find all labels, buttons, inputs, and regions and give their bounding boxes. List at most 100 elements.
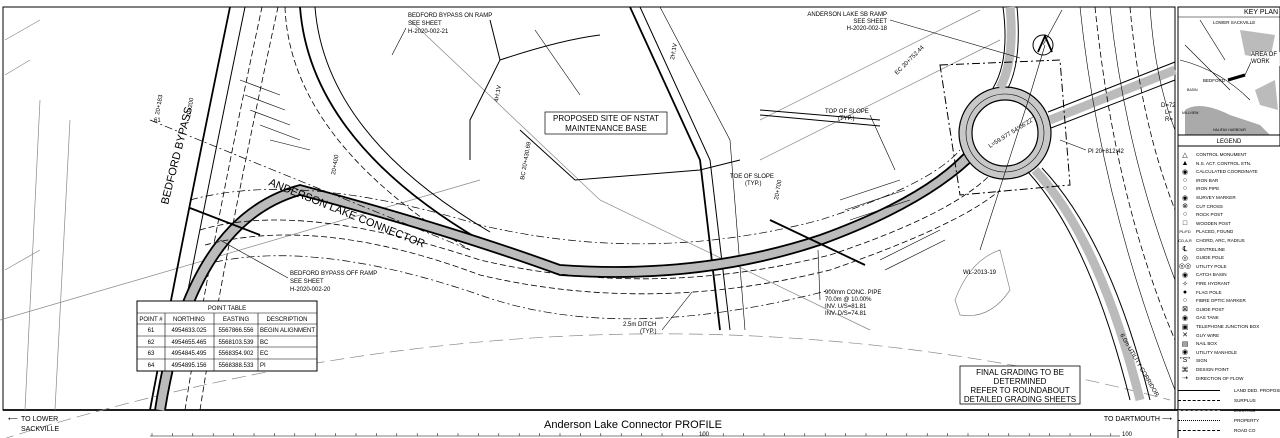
legend-label: GAS TANK bbox=[1196, 315, 1219, 321]
svg-text:5567866.556: 5567866.556 bbox=[218, 328, 254, 334]
line-swatch bbox=[1178, 400, 1220, 401]
svg-text:PI: PI bbox=[260, 363, 266, 369]
legend-symbol-icon: ◉ bbox=[1181, 314, 1189, 322]
legend-symbol-icon: PL/FD bbox=[1179, 229, 1191, 235]
legend-label: FIRE HYDRANT bbox=[1196, 281, 1230, 286]
legend-item: ○ IRON PIPE bbox=[1178, 184, 1219, 193]
legend-symbol-icon: ▣ bbox=[1181, 323, 1189, 331]
legend-label: CENTRELINE bbox=[1196, 246, 1226, 252]
highway-lines bbox=[1079, 6, 1176, 391]
svg-text:4954895.156: 4954895.156 bbox=[171, 363, 207, 369]
legend-line-type: LAND DED. PROPOSE bbox=[1178, 386, 1280, 395]
svg-text:DETAILED GRADING SHEETS: DETAILED GRADING SHEETS bbox=[964, 395, 1076, 404]
legend-line-type: ROAD CO bbox=[1178, 426, 1255, 435]
svg-text:PROPOSED SITE OF NSTAT: PROPOSED SITE OF NSTAT bbox=[553, 114, 659, 123]
svg-text:63: 63 bbox=[148, 351, 155, 357]
legend-line-type: PROPERTY bbox=[1178, 416, 1259, 425]
legend-symbol-icon: ◉ bbox=[1181, 349, 1189, 357]
legend-label: IRON PIPE bbox=[1196, 186, 1220, 192]
legend-item: ○ROCK POST bbox=[1178, 210, 1223, 219]
legend-label: CALCULATED COORDINATE bbox=[1196, 169, 1258, 175]
line-swatch bbox=[1178, 420, 1220, 421]
legend-symbol-icon: ▲ bbox=[1181, 159, 1189, 167]
legend-line-label: ROAD CO bbox=[1234, 428, 1256, 433]
profile-header: ⟵ TO LOWER SACKVILLE Anderson Lake Conne… bbox=[8, 416, 1172, 438]
line-swatch bbox=[1178, 430, 1220, 431]
svg-text:64: 64 bbox=[148, 363, 155, 369]
svg-text:BEDFORD: BEDFORD bbox=[1203, 78, 1226, 83]
legend-item: ○FIBRE OPTIC MARKER bbox=[1178, 296, 1246, 305]
svg-text:HALIFAX HARBOUR: HALIFAX HARBOUR bbox=[1213, 128, 1246, 132]
svg-text:TOP OF SLOPE: TOP OF SLOPE bbox=[825, 109, 869, 115]
svg-text:LEGEND: LEGEND bbox=[1217, 139, 1242, 145]
to-lower-sackville-label: TO LOWER bbox=[21, 416, 58, 423]
legend-symbol-icon: "S" bbox=[1180, 357, 1190, 365]
legend-item: ⌘DESIGN POINT bbox=[1178, 365, 1229, 374]
legend-symbol-icon: ○ bbox=[1182, 185, 1188, 193]
point-61-label: 61 bbox=[154, 118, 161, 124]
legend-item: ▲ N.S. ACT. CONTROL STN. bbox=[1178, 159, 1252, 168]
legend-label: UTILITY MANHOLE bbox=[1196, 349, 1238, 355]
svg-text:FINAL GRADING TO BE: FINAL GRADING TO BE bbox=[976, 368, 1064, 377]
svg-text:DETERMINED: DETERMINED bbox=[994, 377, 1047, 386]
legend-symbol-icon: ◎◎ bbox=[1178, 263, 1192, 271]
svg-text:BC: BC bbox=[260, 340, 269, 346]
legend-item: ◎◎ UTILITY POLE bbox=[1178, 262, 1227, 271]
svg-text:4954633.025: 4954633.025 bbox=[171, 328, 207, 334]
scale-label: 100 bbox=[699, 432, 710, 438]
legend-symbol-icon: ▤ bbox=[1181, 340, 1189, 348]
legend-label: TELEPHONE JUNCTION BOX bbox=[1196, 324, 1260, 329]
legend-line-type: SURPLUS bbox=[1178, 396, 1256, 405]
svg-text:POINT TABLE: POINT TABLE bbox=[208, 306, 246, 312]
point-table-header: POINT # NORTHING EASTING DESCRIPTION bbox=[139, 317, 307, 323]
legend-symbol-icon: ◉ bbox=[1181, 168, 1189, 176]
right-arrow-icon: ⟶ bbox=[1162, 416, 1172, 423]
pipe-label: 900mm CONC. PIPE 70.0m @ 10.00% INV. U/S… bbox=[817, 249, 881, 317]
legend-symbol-icon: ⊗ bbox=[1182, 203, 1188, 211]
legend-symbol-icon: CD,A,R bbox=[1178, 238, 1192, 243]
legend-symbol-icon: △ bbox=[1182, 151, 1188, 159]
legend-label: ROCK POST bbox=[1196, 212, 1224, 218]
ec-station-label: EC 20+752.44 bbox=[894, 44, 926, 76]
svg-text:BEGIN ALIGNMENT: BEGIN ALIGNMENT bbox=[260, 328, 315, 334]
legend-symbol-icon: ○ bbox=[1182, 297, 1188, 305]
svg-text:INV. D/S=74.81: INV. D/S=74.81 bbox=[825, 311, 867, 317]
station-20-200: 20+200 bbox=[186, 97, 196, 119]
legend-header: LEGEND bbox=[1177, 134, 1280, 147]
pi-label: PI 20+812.42 bbox=[1059, 139, 1125, 155]
point-table: POINT TABLE POINT # NORTHING EASTING DES… bbox=[136, 300, 318, 372]
roundabout bbox=[939, 6, 1177, 402]
legend-label: CATCH BASIN bbox=[1196, 272, 1227, 278]
anderson-lake-connector-road bbox=[149, 119, 1001, 411]
svg-text:BASIN: BASIN bbox=[1187, 88, 1198, 92]
legend-symbol-icon: ⇢ bbox=[1182, 375, 1188, 383]
bc-station-label: BC 20+430.69 bbox=[520, 141, 533, 181]
profile-title: Anderson Lake Connector PROFILE bbox=[544, 419, 722, 431]
svg-text:4954845.495: 4954845.495 bbox=[171, 351, 207, 357]
legend-label: CUT CROSS bbox=[1196, 203, 1223, 209]
legend-label: UTILITY POLE bbox=[1196, 263, 1227, 269]
line-swatch bbox=[1178, 390, 1220, 391]
svg-text:POINT #: POINT # bbox=[139, 317, 163, 323]
on-ramp-callout: BEDFORD BYPASS ON RAMP SEE SHEET H-2020-… bbox=[391, 13, 492, 56]
legend-item: ▣ TELEPHONE JUNCTION BOX bbox=[1178, 322, 1260, 331]
svg-text:SACKVILLE: SACKVILLE bbox=[21, 426, 59, 433]
svg-text:4954655.465: 4954655.465 bbox=[171, 340, 207, 346]
svg-text:MAINTENANCE BASE: MAINTENANCE BASE bbox=[565, 124, 647, 133]
svg-text:INV. U/S=81.81: INV. U/S=81.81 bbox=[825, 304, 867, 310]
legend-label: GUIDE POST bbox=[1196, 306, 1225, 312]
legend-label: GUIDE POLE bbox=[1196, 255, 1225, 261]
svg-text:H-2020-002-20: H-2020-002-20 bbox=[290, 287, 331, 293]
legend-symbol-icon: ℄ bbox=[1182, 246, 1188, 254]
legend-item: ✧FIRE HYDRANT bbox=[1178, 279, 1230, 288]
legend-label: N.S. ACT. CONTROL STN. bbox=[1196, 160, 1252, 166]
legend-item: "S"SIGN bbox=[1178, 356, 1207, 365]
svg-text:5568354.902: 5568354.902 bbox=[218, 351, 254, 357]
slope-hatching bbox=[239, 19, 946, 271]
svg-text:BEDFORD BYPASS ON RAMP: BEDFORD BYPASS ON RAMP bbox=[408, 13, 492, 19]
legend-line-label: PROPERTY bbox=[1234, 418, 1260, 423]
ditch-label: 2.5m DITCH (TYP.) bbox=[623, 291, 693, 335]
table-row: 63 4954845.495 5568354.902 EC bbox=[148, 351, 269, 357]
key-plan: LOWER SACKVILLE BEDFORD BASIN MILLVIEW H… bbox=[1177, 6, 1280, 136]
